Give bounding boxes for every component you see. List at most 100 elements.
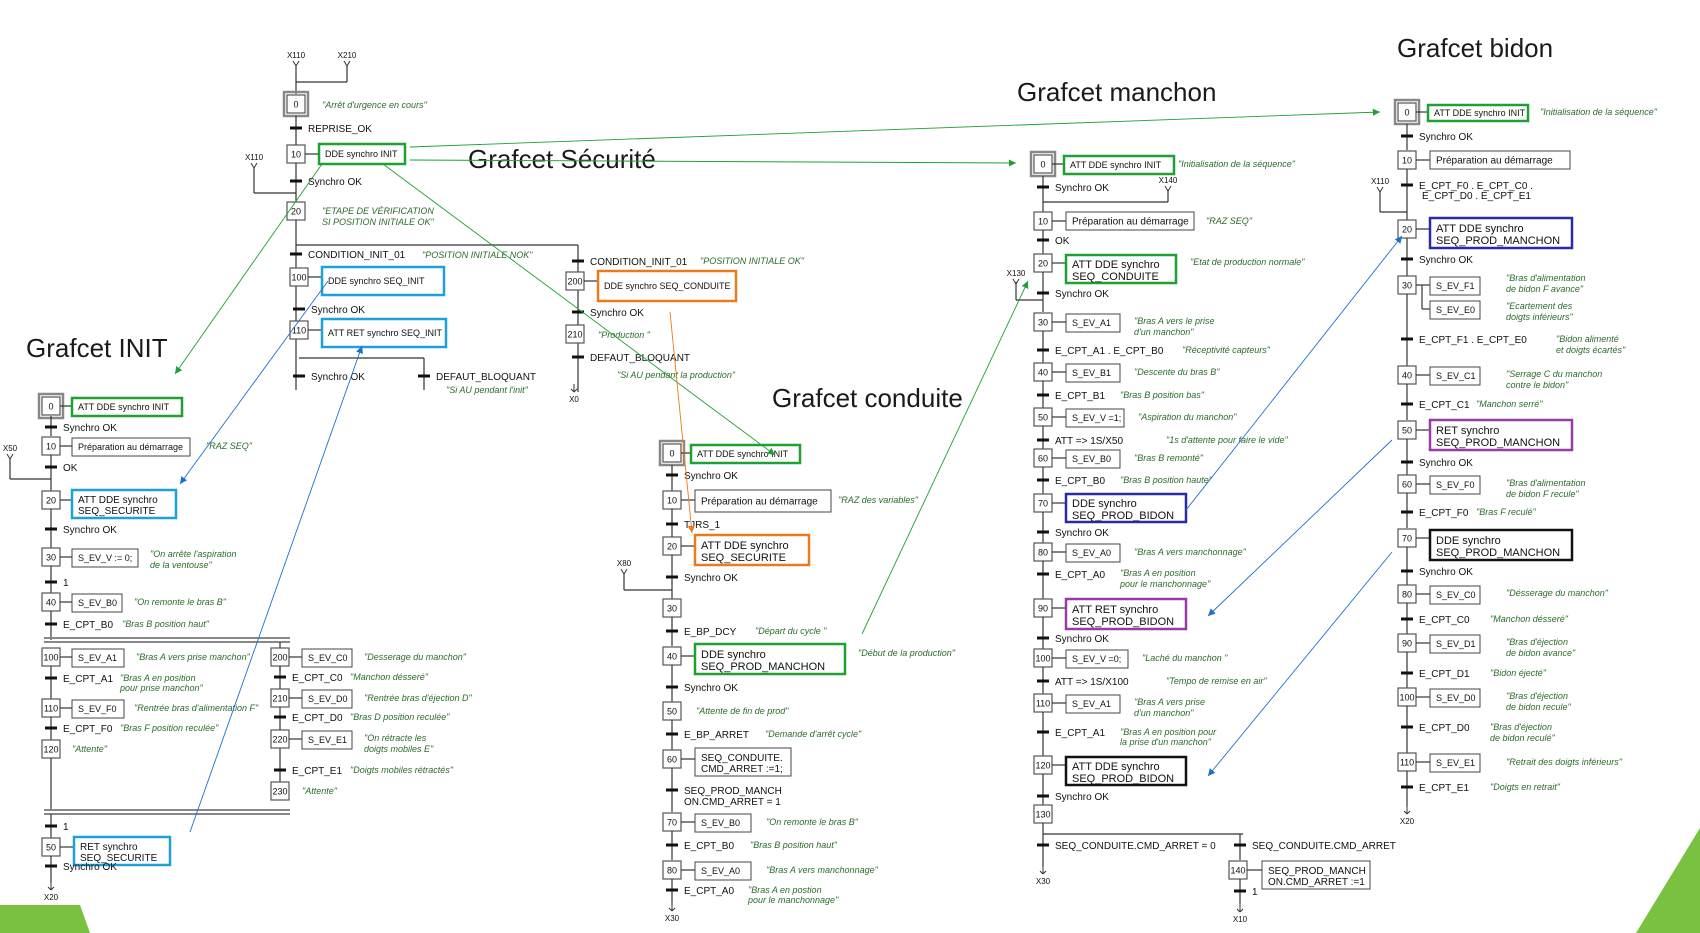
init-tr-synchro-label: Synchro OK: [63, 423, 117, 434]
bid-tr-cpt-f1-e0-label: E_CPT_F1 . E_CPT_E0: [1419, 335, 1527, 346]
init-ref-x20-arr-a: [47, 886, 52, 891]
cond-tr-synchro-3-label: Synchro OK: [684, 683, 738, 694]
man-action-cmd-arret-box: [1261, 860, 1371, 890]
cond-step-80-number: 80: [667, 866, 677, 876]
bid-step-40-number: 40: [1402, 371, 1412, 381]
bid-action-ev-c1-box: [1429, 366, 1481, 386]
sec-tr-synchro-label: Synchro OK: [308, 177, 362, 188]
man-step-90-number: 90: [1038, 604, 1048, 614]
man-step-50-number: 50: [1038, 413, 1048, 423]
bid-action-ret-manchon-label-2: SEQ_PROD_MANCHON: [1436, 437, 1560, 449]
bid-comment-8: contre le bidon": [1506, 380, 1569, 390]
bid-tr-cpt-e1-label: E_CPT_E1: [1419, 783, 1469, 794]
sec-ref-x110b-fork-a: [250, 162, 255, 169]
man-action-ev-b1-box: [1065, 363, 1121, 383]
bid-ref-x110-label: X110: [1371, 177, 1390, 186]
init-step-200-number: 200: [272, 653, 287, 663]
cond-step-60-number: 60: [667, 755, 677, 765]
man-step-120-number: 120: [1035, 761, 1050, 771]
cond-step-30-number: 30: [667, 604, 677, 614]
init-comment-6: "Bras A en position: [120, 673, 196, 683]
cond-action-att-securite-label-1: ATT DDE synchro: [701, 540, 789, 552]
link-init-to-bidon: [409, 108, 1381, 148]
sec-ref-x210-fork-a: [343, 60, 348, 67]
init-step-40-number: 40: [46, 598, 56, 608]
cond-ref-x80-fork-a: [620, 568, 625, 575]
cond-action-att-securite-label-2: SEQ_SECURITE: [701, 552, 786, 564]
cond-action-dde-manchon-label-1: DDE synchro: [701, 649, 766, 661]
man-action-ev-v0-box: [1065, 649, 1129, 669]
bid-action-ret-manchon-label-1: RET synchro: [1436, 425, 1499, 437]
bid-comment-14: "Manchon désseré": [1490, 614, 1569, 624]
cond-action-prep-label: Préparation au démarrage: [701, 497, 818, 508]
bid-step-90-number: 90: [1402, 639, 1412, 649]
man-comment-10: "Bras B remonté": [1134, 453, 1204, 463]
cond-comment-6: "Bras B position haut": [750, 840, 838, 850]
bid-tr-cpt-2-label: E_CPT_D0 . E_CPT_E1: [1422, 191, 1531, 202]
title-grafcet-securite: Grafcet Sécurité: [468, 144, 656, 174]
init-action-ev-c0-label: S_EV_C0: [308, 653, 348, 663]
corner-accent-left: [0, 905, 90, 933]
init-action-ev-c0-box: [301, 648, 353, 668]
init-action-att-securite-label-1: ATT DDE synchro: [78, 495, 158, 506]
man-tr-cmd-0-label: SEQ_CONDUITE.CMD_ARRET = 0: [1055, 841, 1216, 852]
bid-action-dde-manchon-label-2: SEQ_PROD_MANCHON: [1436, 547, 1560, 559]
man-comment-17: "Bras A vers prise: [1134, 697, 1205, 707]
init-step-120-number: 120: [43, 745, 58, 755]
sec-action-dde-init-label: DDE synchro INIT: [325, 149, 398, 159]
init-step-50-number: 50: [46, 843, 56, 853]
init-action-ev-d0-box: [301, 689, 353, 709]
sec-comment-0: "Arrêt d'urgence en cours": [322, 100, 427, 110]
man-tr-synchro-4-label: Synchro OK: [1055, 634, 1109, 645]
bid-action-ev-e1-box: [1429, 753, 1481, 773]
sec-step-0-number: 0: [293, 100, 298, 110]
bid-step-50-number: 50: [1402, 426, 1412, 436]
man-action-ev-v1-label: S_EV_V =1;: [1072, 413, 1121, 423]
man-ref-x30-label: X30: [1036, 877, 1051, 886]
bid-comment-3: "Ecartement des: [1506, 301, 1573, 311]
bid-comment-16: de bidon avance": [1506, 648, 1576, 658]
bid-action-att-manchon-label-2: SEQ_PROD_MANCHON: [1436, 235, 1560, 247]
sec-action-dde-seq-conduite-box: [596, 269, 738, 303]
cond-tr-tjrs-label: TJRS_1: [684, 520, 721, 531]
cond-tr-prod-manch-label-2: ON.CMD_ARRET = 1: [684, 797, 781, 808]
sec-comment-3: "POSITION INITIALE NOK": [422, 250, 533, 260]
man-action-att-ret-bidon-label-2: SEQ_PROD_BIDON: [1072, 616, 1174, 628]
init-comment-0: "RAZ SEQ": [206, 441, 253, 451]
init-ref-x20-label: X20: [44, 893, 59, 902]
link-conduite-to-manchon: [861, 280, 1029, 635]
man-action-att-ret-bidon-box: [1064, 597, 1188, 631]
man-action-ev-b1-label: S_EV_B1: [1072, 368, 1111, 378]
sec-action-dde-seq-init-box: [320, 265, 446, 297]
bid-tr-synchro-2-label: Synchro OK: [1419, 255, 1473, 266]
init-tr-cpt-c0-label: E_CPT_C0: [292, 673, 343, 684]
init-comment-9: "Bras F position reculée": [120, 723, 219, 733]
link-init-to-conduite: [382, 163, 776, 456]
bid-action-ev-e0-box: [1429, 300, 1481, 320]
bid-action-ev-f0-box: [1429, 475, 1481, 495]
init-step-30-number: 30: [46, 553, 56, 563]
cond-comment-3: "Attente de fin de prod": [696, 706, 789, 716]
init-action-ev-v-label: S_EV_V := 0;: [78, 553, 132, 563]
bid-ref-x20-arr-b: [1406, 810, 1411, 815]
cond-step-10-number: 10: [667, 496, 677, 506]
man-action-ev-a0-box: [1065, 543, 1121, 563]
cond-comment-9: pour le manchonnage": [747, 895, 839, 905]
man-tr-synchro-label: Synchro OK: [1055, 183, 1109, 194]
link-bidon-to-manchon-120: [1207, 551, 1393, 777]
bid-ref-x20-arr-a: [1403, 810, 1408, 815]
man-comment-13: "Bras A en position: [1120, 568, 1196, 578]
man-step-0-number: 0: [1040, 160, 1045, 170]
bid-action-ev-f1-box: [1429, 276, 1481, 296]
man-step-60-number: 60: [1038, 454, 1048, 464]
man-action-ev-a1b-box: [1065, 694, 1121, 714]
sec-step-10-number: 10: [291, 150, 301, 160]
man-ref-x10-arr-b: [1239, 908, 1244, 913]
man-comment-5: "Réceptivité capteurs": [1182, 345, 1271, 355]
man-step-100-number: 100: [1035, 654, 1050, 664]
cond-step-50-number: 50: [667, 707, 677, 717]
bid-comment-22: "Retrait des doigts inférieurs": [1506, 757, 1623, 767]
corner-accent-right: [1636, 828, 1700, 933]
man-tr-cpt-b1-label: E_CPT_B1: [1055, 391, 1105, 402]
bid-tr-cpt-d0-label: E_CPT_D0: [1419, 723, 1470, 734]
